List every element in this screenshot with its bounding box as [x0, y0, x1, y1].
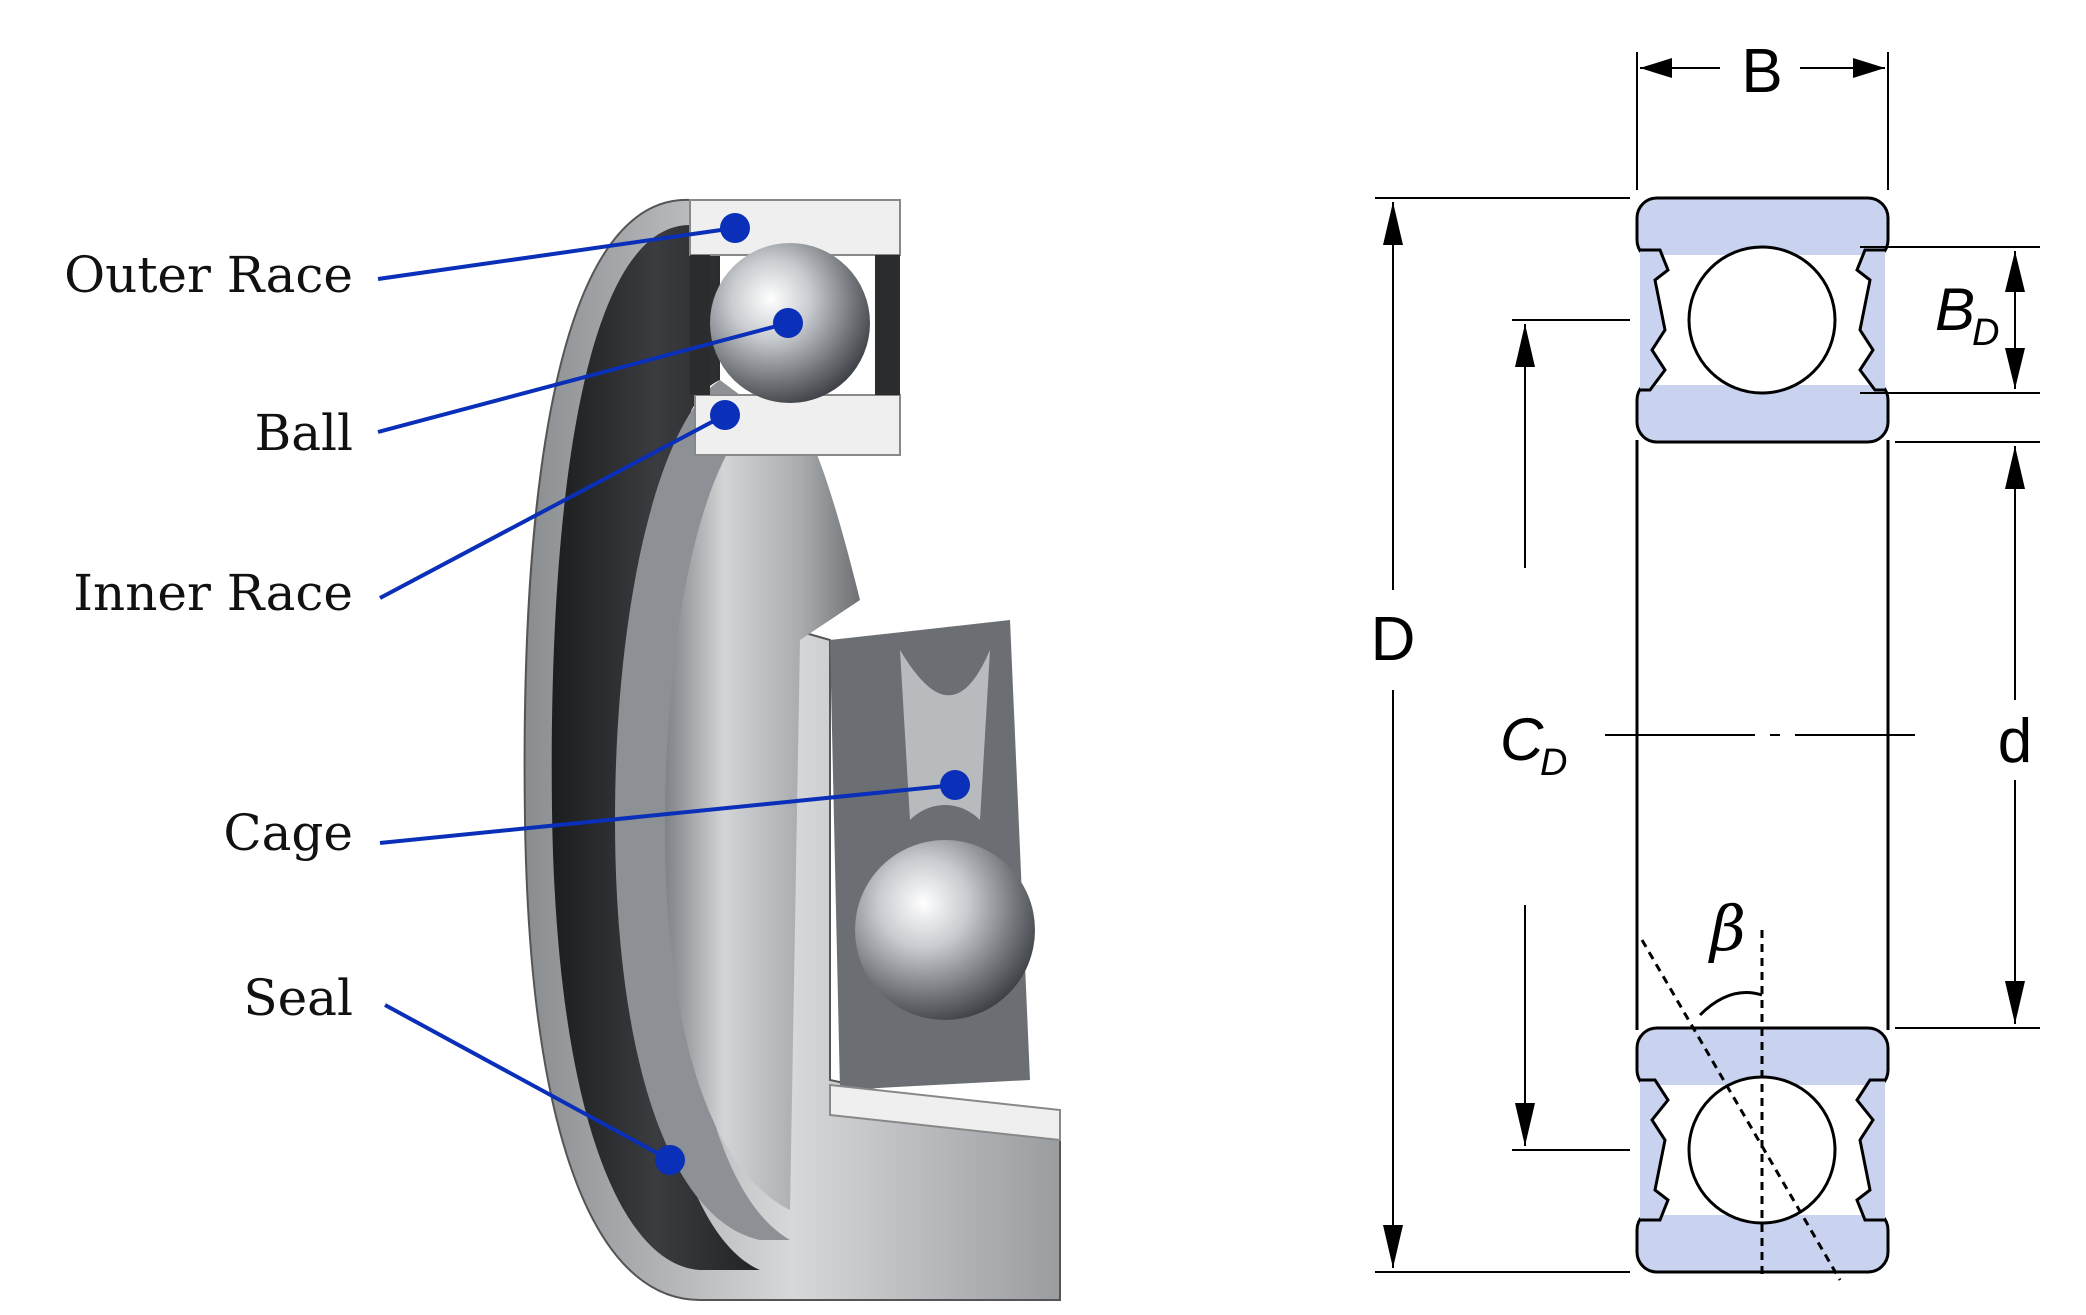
arrow-d-top [1383, 202, 1403, 245]
arrow-bd-bottom [2005, 348, 2025, 389]
dim-label-bore: d [1998, 707, 2032, 776]
contact-angle-line [1640, 939, 1842, 1281]
label-ball: Ball [254, 404, 353, 462]
arrow-b-left [1640, 58, 1672, 78]
arrow-cd-bottom [1515, 1103, 1535, 1146]
dot-seal [655, 1145, 685, 1175]
cross-section-drawing: B D d B D C D [1371, 37, 2040, 1281]
dot-inner-race [710, 400, 740, 430]
bottom-seal-right [1855, 1078, 1885, 1222]
label-outer-race: Outer Race [64, 246, 353, 304]
leader-line-ball [377, 321, 789, 434]
arrow-b-right [1853, 58, 1885, 78]
dim-label-bd: B [1935, 276, 1975, 343]
top-seal-right [1855, 248, 1885, 392]
dim-label-d-outer: D [1371, 605, 1416, 674]
leader-line-seal [384, 1003, 671, 1162]
arrow-bore-bottom [2005, 981, 2025, 1024]
label-seal: Seal [243, 969, 353, 1027]
dot-outer-race [720, 213, 750, 243]
top-section-seal-right [875, 255, 900, 395]
contact-angle-arc [1698, 991, 1763, 1017]
top-race-section [1635, 196, 1890, 444]
dot-ball [773, 308, 803, 338]
leader-line-outer-race [377, 226, 736, 281]
dim-label-cd: C [1500, 706, 1544, 773]
seal-shape [551, 225, 760, 1270]
bottom-seal-left [1640, 1078, 1670, 1222]
bearing-cutaway-illustration [523, 198, 1061, 1301]
dim-label-b: B [1741, 37, 1782, 106]
arrow-cd-top [1515, 324, 1535, 367]
bottom-race-section [1635, 1026, 1890, 1274]
top-ball [1687, 245, 1837, 395]
leader-dots [655, 213, 970, 1175]
bottom-section-outer-race [829, 1083, 1061, 1142]
leader-line-inner-race [379, 413, 726, 600]
dim-label-cd-subscript: D [1540, 742, 1567, 784]
seal-lip-shape [615, 380, 790, 1240]
lower-ball-shape [855, 840, 1035, 1020]
dim-label-bd-subscript: D [1972, 312, 1999, 354]
top-seal-left [1640, 248, 1670, 392]
dim-label-contact-angle: β [1708, 892, 1746, 965]
dot-cage [940, 770, 970, 800]
leader-line-cage [379, 783, 956, 845]
label-inner-race: Inner Race [73, 564, 353, 622]
arrow-bd-top [2005, 251, 2025, 292]
arrow-d-bottom [1383, 1225, 1403, 1268]
label-cage: Cage [223, 804, 353, 862]
top-section-seal-left [690, 255, 710, 395]
inner-ring-bore [665, 410, 860, 1210]
leader-lines [377, 226, 956, 1162]
arrow-bore-top [2005, 446, 2025, 489]
